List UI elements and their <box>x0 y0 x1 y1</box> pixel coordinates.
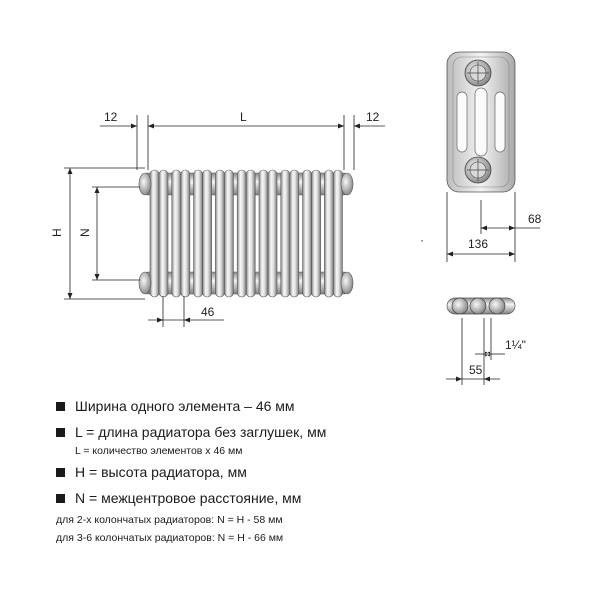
top-view <box>446 297 516 315</box>
side-view <box>446 51 516 193</box>
end-cap <box>138 172 152 196</box>
end-cap <box>138 271 152 295</box>
bullet-square-icon <box>56 494 65 503</box>
bullet-square-icon <box>56 428 65 437</box>
radiator-element <box>324 169 343 298</box>
legend-note-two-column: для 2-х колончатых радиаторов: N = H - 5… <box>56 514 283 526</box>
front-view <box>138 169 354 298</box>
legend-item-height: H = высота радиатора, мм <box>56 464 576 481</box>
gap-right-label: 12 <box>366 110 380 124</box>
radiator-element <box>280 169 300 298</box>
radiator-element <box>302 169 321 298</box>
height-label: H <box>50 228 64 237</box>
radiator-element <box>258 169 278 298</box>
legend-item-center-distance: N = межцентровое расстояние, мм <box>56 490 576 507</box>
end-cap <box>340 172 354 196</box>
length-label: L <box>240 110 247 124</box>
legend-item-length: L = длина радиатора без заглушек, мм <box>56 424 576 441</box>
legend: Ширина одного элемента – 46 мм L = длина… <box>56 398 576 545</box>
legend-note-length: L = количество элементов х 46 мм <box>75 445 243 457</box>
side-dimensions <box>446 192 540 262</box>
radiator-element <box>215 169 234 298</box>
bullet-square-icon <box>56 402 65 411</box>
depth-half-label: 68 <box>528 212 542 226</box>
top-dimensions <box>100 115 385 170</box>
radiator-element <box>193 169 212 298</box>
legend-note-multi-column: для 3-6 колончатых радиаторов: N = H - 6… <box>56 532 284 544</box>
element-width-dimension <box>148 296 224 327</box>
top-view-dimensions <box>446 318 505 385</box>
thread-label: 1¼" <box>505 338 526 352</box>
element-width-label: 46 <box>201 305 215 319</box>
pipe-spacing-label: 55 <box>469 363 483 377</box>
depth-label: 136 <box>468 237 488 251</box>
bullet-square-icon <box>56 468 65 477</box>
marker-dot: · <box>420 233 424 247</box>
center-distance-label: N <box>78 228 92 237</box>
gap-left-label: 12 <box>104 110 118 124</box>
legend-item-width: Ширина одного элемента – 46 мм <box>56 398 576 415</box>
radiator-columns <box>149 169 343 298</box>
end-cap <box>340 271 354 295</box>
left-dimensions <box>64 167 145 300</box>
radiator-element <box>149 169 169 298</box>
radiator-element <box>236 169 256 298</box>
radiator-element <box>171 169 191 298</box>
